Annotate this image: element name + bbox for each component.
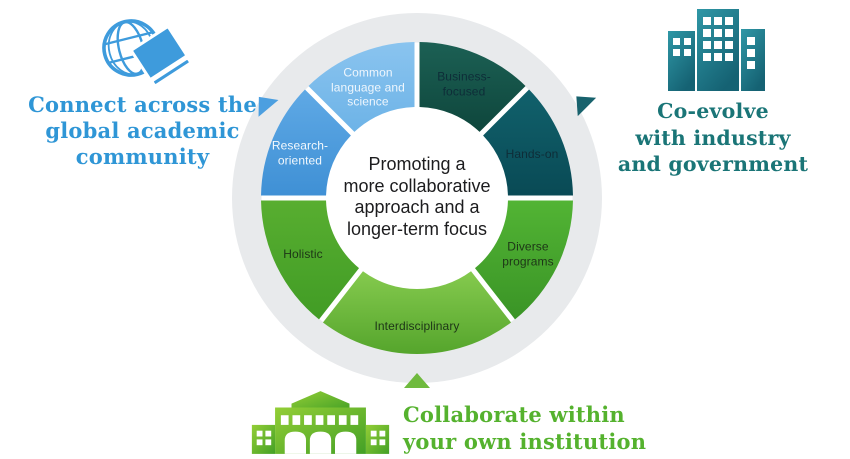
right-wing — [365, 424, 390, 454]
buildings-icon — [668, 9, 765, 91]
segment-common-language-and-science — [308, 42, 415, 132]
arrow-industry — [576, 96, 597, 117]
callout-industry-label: Co-evolve with industry and government — [617, 99, 809, 176]
left-wing — [251, 424, 276, 454]
institution-windows — [256, 415, 386, 454]
building-windows — [673, 17, 755, 69]
pediment — [291, 391, 350, 412]
globe-book-icon — [101, 19, 191, 86]
segment-interdisciplinary — [322, 271, 512, 354]
segment-diverse-programs — [474, 200, 573, 320]
arrow-institution — [404, 373, 430, 388]
segment-holistic — [261, 200, 360, 320]
callout-institution-label: Collaborate within your own institution — [403, 402, 647, 454]
book-icon — [129, 25, 191, 86]
callout-academic: Connect across the global academic commu… — [20, 8, 265, 170]
segment-hands-on — [483, 89, 573, 196]
callout-industry: Co-evolve with industry and government — [598, 1, 828, 178]
callout-institution: Collaborate within your own institution — [248, 390, 646, 455]
segment-research-oriented — [261, 89, 351, 196]
institution-building-icon — [251, 391, 390, 454]
segment-business-focused — [419, 42, 526, 132]
arrow-academic — [258, 96, 279, 117]
callout-academic-label: Connect across the global academic commu… — [28, 92, 257, 169]
